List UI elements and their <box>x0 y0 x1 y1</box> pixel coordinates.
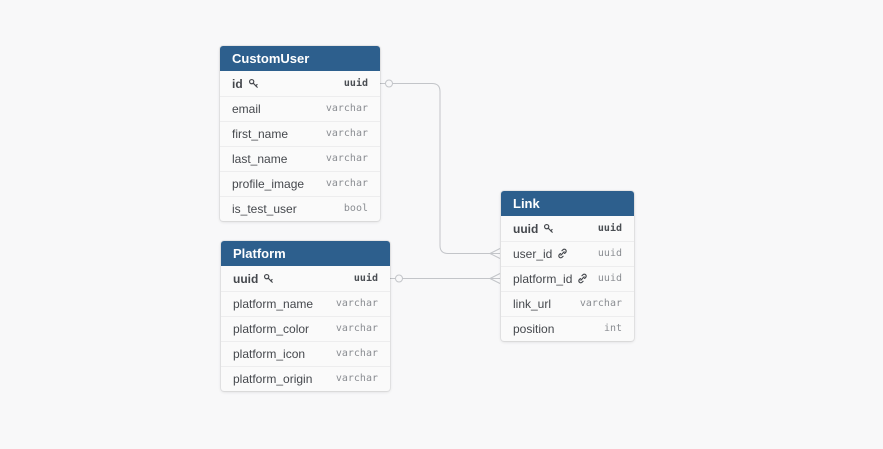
field-row-link_url[interactable]: link_url varchar <box>501 291 634 316</box>
one-end-marker <box>395 274 403 283</box>
field-name: platform_origin <box>233 371 313 386</box>
relationship-customuser-id-to-link-user-id[interactable] <box>380 79 501 259</box>
field-name: uuid <box>233 271 259 286</box>
field-name: last_name <box>232 151 288 166</box>
field-type: varchar <box>325 178 368 189</box>
table-title: Platform <box>233 246 286 261</box>
field-type: varchar <box>335 298 378 309</box>
field-type: varchar <box>335 323 378 334</box>
many-end-crow-foot-marker <box>489 248 501 259</box>
field-row-platform_color[interactable]: platform_color varchar <box>221 316 390 341</box>
field-row-profile_image[interactable]: profile_image varchar <box>220 171 380 196</box>
field-type: uuid <box>343 78 368 89</box>
field-type: varchar <box>325 128 368 139</box>
foreign-key-icon <box>557 248 568 259</box>
field-row-user_id[interactable]: user_id uuid <box>501 241 634 266</box>
field-name: uuid <box>513 221 539 236</box>
field-name: email <box>232 101 261 116</box>
table-header[interactable]: Link <box>501 191 634 216</box>
field-row-uuid[interactable]: uuid uuid <box>501 216 634 241</box>
field-type: bool <box>343 203 368 214</box>
primary-key-icon <box>248 78 259 89</box>
field-type: varchar <box>325 153 368 164</box>
field-row-uuid[interactable]: uuid uuid <box>221 266 390 291</box>
field-name: first_name <box>232 126 289 141</box>
field-type: uuid <box>353 273 378 284</box>
field-name: is_test_user <box>232 201 297 216</box>
field-name: user_id <box>513 246 553 261</box>
field-row-platform_name[interactable]: platform_name varchar <box>221 291 390 316</box>
field-name: link_url <box>513 296 552 311</box>
relationship-platform-uuid-to-link-platform-id[interactable] <box>390 273 501 284</box>
primary-key-icon <box>543 223 554 234</box>
field-name: platform_name <box>233 296 314 311</box>
field-row-email[interactable]: email varchar <box>220 96 380 121</box>
table-header[interactable]: Platform <box>221 241 390 266</box>
field-name: platform_id <box>513 271 573 286</box>
field-row-position[interactable]: position int <box>501 316 634 341</box>
field-name: profile_image <box>232 176 305 191</box>
field-type: uuid <box>597 223 622 234</box>
field-type: varchar <box>579 298 622 309</box>
field-row-platform_id[interactable]: platform_id uuid <box>501 266 634 291</box>
field-name: platform_icon <box>233 346 306 361</box>
field-type: varchar <box>335 373 378 384</box>
field-row-last_name[interactable]: last_name varchar <box>220 146 380 171</box>
field-type: uuid <box>597 273 622 284</box>
field-type: int <box>603 323 622 334</box>
field-type: uuid <box>597 248 622 259</box>
field-row-platform_icon[interactable]: platform_icon varchar <box>221 341 390 366</box>
one-end-marker <box>385 79 393 88</box>
field-name: platform_color <box>233 321 310 336</box>
relationship-line[interactable] <box>380 83 490 254</box>
field-name: id <box>232 76 243 91</box>
foreign-key-icon <box>577 273 588 284</box>
field-row-id[interactable]: id uuid <box>220 71 380 96</box>
field-row-first_name[interactable]: first_name varchar <box>220 121 380 146</box>
table-header[interactable]: CustomUser <box>220 46 380 71</box>
table-title: Link <box>513 196 540 211</box>
field-row-platform_origin[interactable]: platform_origin varchar <box>221 366 390 391</box>
primary-key-icon <box>263 273 274 284</box>
field-type: varchar <box>335 348 378 359</box>
field-name: position <box>513 321 555 336</box>
many-end-crow-foot-marker <box>489 273 501 284</box>
field-row-is_test_user[interactable]: is_test_user bool <box>220 196 380 221</box>
table-title: CustomUser <box>232 51 310 66</box>
field-type: varchar <box>325 103 368 114</box>
